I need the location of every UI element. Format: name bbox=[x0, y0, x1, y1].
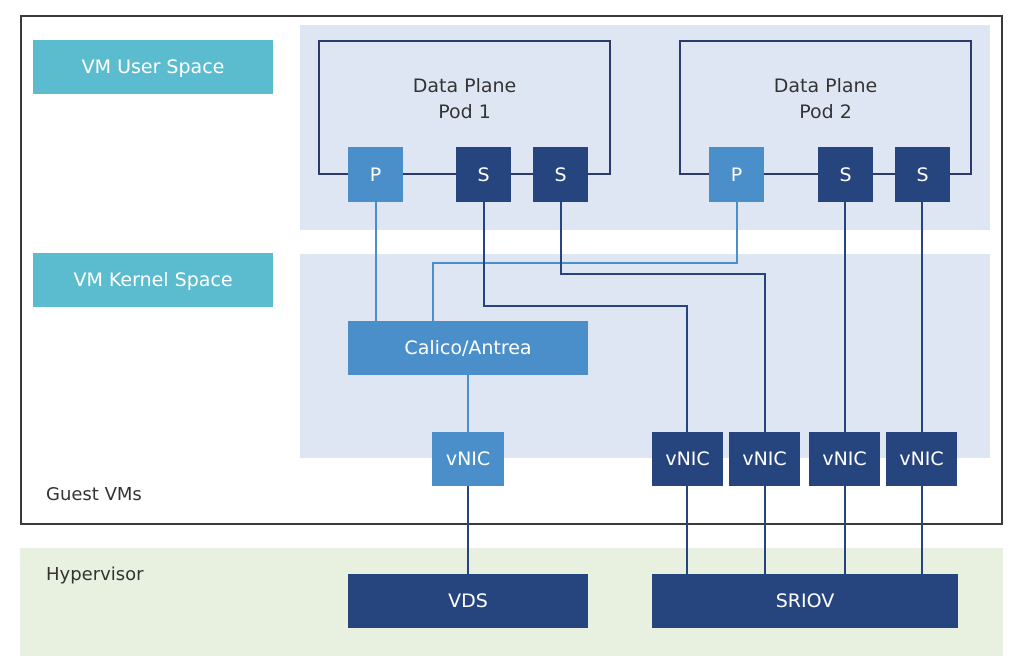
pod-1-secondary-port-1[interactable]: S bbox=[456, 147, 511, 202]
pod-2-secondary-port-2[interactable]: S bbox=[895, 147, 950, 202]
vnic-secondary-2[interactable]: vNIC bbox=[729, 432, 800, 486]
pod-2-title-line1: Data Plane bbox=[773, 75, 878, 97]
pod-2-primary-port[interactable]: P bbox=[709, 147, 764, 202]
vm-kernel-space-label: VM Kernel Space bbox=[33, 253, 273, 307]
sriov-switch[interactable]: SRIOV bbox=[652, 574, 958, 628]
vds-switch[interactable]: VDS bbox=[348, 574, 588, 628]
pod-2-title: Data Plane Pod 2 bbox=[681, 73, 970, 125]
pod-1-title: Data Plane Pod 1 bbox=[320, 73, 609, 125]
wire-pod2-p-calico bbox=[432, 202, 738, 321]
pod-1-primary-port[interactable]: P bbox=[348, 147, 403, 202]
pod-2-secondary-port-1[interactable]: S bbox=[818, 147, 873, 202]
pod-1-title-line1: Data Plane bbox=[412, 75, 517, 97]
vnic-secondary-4[interactable]: vNIC bbox=[886, 432, 957, 486]
vm-user-space-label: VM User Space bbox=[33, 40, 273, 94]
wire-pod1-s1-vnic2 bbox=[483, 202, 688, 432]
pod-1-secondary-port-2[interactable]: S bbox=[533, 147, 588, 202]
user-space-band bbox=[300, 25, 990, 230]
cni-calico-antrea[interactable]: Calico/Antrea bbox=[348, 321, 588, 375]
vnic-primary[interactable]: vNIC bbox=[432, 432, 504, 486]
guest-vms-label: Guest VMs bbox=[46, 484, 142, 505]
hypervisor-label: Hypervisor bbox=[46, 564, 144, 585]
vnic-secondary-3[interactable]: vNIC bbox=[809, 432, 880, 486]
vnic-secondary-1[interactable]: vNIC bbox=[652, 432, 723, 486]
wire-pod1-s2-vnic3 bbox=[560, 202, 766, 432]
pod-2-title-line2: Pod 2 bbox=[799, 101, 852, 123]
pod-1-title-line2: Pod 1 bbox=[438, 101, 491, 123]
